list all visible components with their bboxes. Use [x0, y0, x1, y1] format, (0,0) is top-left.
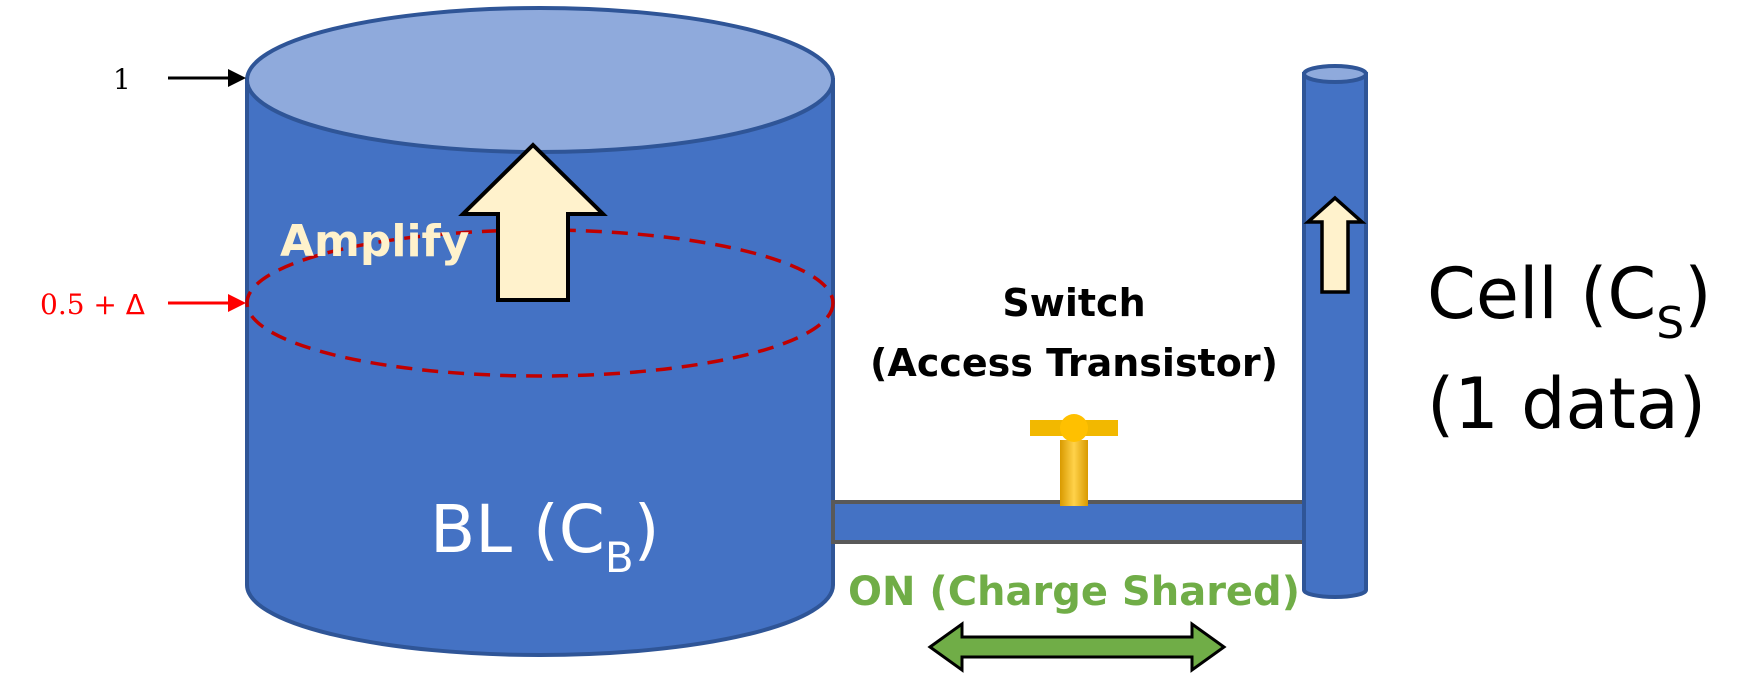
- charge-shared-double-arrow: [930, 624, 1224, 670]
- connecting-pipe: [833, 502, 1306, 542]
- cell-cylinder: [1304, 66, 1366, 597]
- level-half-label: 0.5 + Δ: [40, 288, 145, 321]
- switch-label: Switch: [1002, 281, 1145, 325]
- cell-label: Cell (CS): [1427, 253, 1712, 349]
- amplify-label: Amplify: [280, 216, 469, 267]
- level-half-arrow: [168, 294, 246, 312]
- level-one-arrow: [168, 69, 246, 87]
- level-one-label: 1: [113, 63, 131, 96]
- on-state-label: ON (Charge Shared): [848, 569, 1300, 615]
- bitline-cylinder-top: [247, 8, 833, 152]
- access-transistor-label: (Access Transistor): [870, 341, 1278, 385]
- access-transistor-icon: [1030, 414, 1118, 506]
- cell-data-label: (1 data): [1427, 363, 1706, 445]
